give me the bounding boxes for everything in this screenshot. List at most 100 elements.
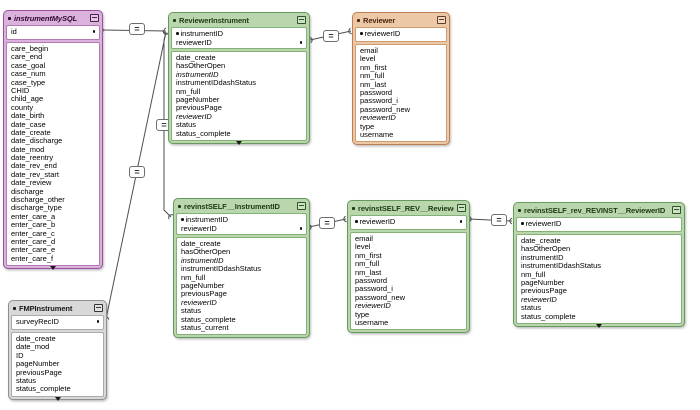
field-row[interactable]: date_create xyxy=(181,240,221,248)
field-row[interactable]: password_new xyxy=(355,293,406,302)
field-row[interactable]: enter_care_e xyxy=(11,246,56,255)
collapse-table-icon[interactable] xyxy=(94,304,103,312)
field-row[interactable]: instrumentID xyxy=(521,253,564,262)
field-row[interactable]: password_new xyxy=(360,105,411,114)
relationship-operator[interactable]: = xyxy=(129,23,145,35)
key-field-row[interactable]: surveyRecID xyxy=(12,317,103,326)
field-row[interactable]: level xyxy=(355,243,371,252)
field-row[interactable]: enter_care_b xyxy=(11,221,56,230)
field-row[interactable]: hasOtherOpen xyxy=(181,248,231,257)
field-row[interactable]: enter_care_f xyxy=(11,254,54,263)
table-header[interactable]: instrumentMySQL xyxy=(4,11,102,24)
table-header[interactable]: revinstSELF__InstrumentID xyxy=(174,199,309,212)
field-row[interactable]: instrumentIDdashStatus xyxy=(521,262,602,271)
field-row[interactable]: status xyxy=(16,376,37,385)
collapse-table-icon[interactable] xyxy=(672,206,681,214)
field-row[interactable]: status xyxy=(176,121,197,130)
field-row[interactable]: status_complete xyxy=(16,385,71,394)
field-row[interactable]: password_i xyxy=(360,97,398,106)
field-row[interactable]: hasOtherOpen xyxy=(176,62,226,71)
scroll-more-icon[interactable] xyxy=(50,266,56,271)
field-row[interactable]: status_complete xyxy=(176,129,231,138)
table-header[interactable]: FMPInstrument xyxy=(9,301,106,314)
field-row[interactable]: previousPage xyxy=(176,104,222,113)
key-field-row[interactable]: instrumentID xyxy=(177,215,306,224)
field-row[interactable]: password xyxy=(360,88,393,97)
field-row[interactable]: type xyxy=(355,310,370,319)
table-header[interactable]: revinstSELF_rev_REVINST__ReviewerID xyxy=(514,203,684,216)
field-row[interactable]: discharge_type xyxy=(11,204,62,213)
field-row[interactable]: status xyxy=(521,304,542,313)
field-row[interactable]: pageNumber xyxy=(176,95,220,104)
table-header[interactable]: Reviewer xyxy=(353,13,449,26)
field-row[interactable]: date_rev_end xyxy=(11,162,57,171)
field-row[interactable]: enter_care_d xyxy=(11,237,56,246)
field-row[interactable]: nm_first xyxy=(355,251,382,260)
field-row[interactable]: pageNumber xyxy=(181,281,225,290)
field-row[interactable]: nm_full xyxy=(360,72,385,81)
field-row[interactable]: date_rev_start xyxy=(11,170,59,179)
field-row[interactable]: email xyxy=(360,47,378,55)
field-row[interactable]: previousPage xyxy=(521,287,567,296)
field-row[interactable]: nm_full xyxy=(181,273,206,282)
scroll-more-icon[interactable] xyxy=(596,323,602,328)
table-header[interactable]: revinstSELF_REV__ReviewerID xyxy=(348,201,469,214)
field-row[interactable]: nm_first xyxy=(360,63,387,72)
field-row[interactable]: discharge_other xyxy=(11,196,65,205)
key-field-row[interactable]: reviewerID xyxy=(177,224,306,233)
field-row[interactable]: date_create xyxy=(521,237,561,245)
field-row[interactable]: instrumentID xyxy=(181,256,224,265)
field-row[interactable]: discharge xyxy=(11,187,44,196)
key-field-row[interactable]: reviewerID xyxy=(351,217,466,226)
scroll-more-icon[interactable] xyxy=(54,396,61,401)
scroll-more-icon[interactable] xyxy=(236,140,242,145)
key-field-row[interactable]: reviewerID xyxy=(356,29,446,38)
field-row[interactable]: date_mod xyxy=(11,145,45,154)
field-row[interactable]: case_goal xyxy=(11,61,46,70)
field-row[interactable]: date_reentry xyxy=(11,154,54,163)
table-header[interactable]: ReviewerInstrument xyxy=(169,13,309,26)
field-row[interactable]: date_create xyxy=(176,54,216,62)
field-row[interactable]: instrumentID xyxy=(176,70,219,79)
field-row[interactable]: email xyxy=(355,235,373,243)
field-row[interactable]: hasOtherOpen xyxy=(521,245,571,254)
field-row[interactable]: date_birth xyxy=(11,112,45,121)
field-row[interactable]: level xyxy=(360,55,376,64)
field-row[interactable]: instrumentIDdashStatus xyxy=(176,79,257,88)
collapse-table-icon[interactable] xyxy=(297,202,306,210)
collapse-table-icon[interactable] xyxy=(297,16,306,24)
field-row[interactable]: pageNumber xyxy=(16,360,60,369)
collapse-table-icon[interactable] xyxy=(437,16,446,24)
field-row[interactable]: password_i xyxy=(355,285,393,294)
key-field-row[interactable]: reviewerID xyxy=(517,219,681,228)
field-row[interactable]: date_create xyxy=(11,128,51,137)
field-row[interactable]: status xyxy=(181,307,202,316)
field-row[interactable]: reviewerID xyxy=(521,295,557,304)
field-row[interactable]: instrumentIDdashStatus xyxy=(181,265,262,274)
field-row[interactable]: nm_full xyxy=(176,87,201,96)
field-row[interactable]: case_num xyxy=(11,70,46,79)
table-occurrence-ReviewerInstrument[interactable]: ReviewerInstrument instrumentID reviewerID… xyxy=(168,12,310,145)
field-row[interactable]: status_complete xyxy=(521,312,576,321)
collapse-table-icon[interactable] xyxy=(90,14,99,22)
field-row[interactable]: nm_full xyxy=(521,270,546,279)
relationship-operator[interactable]: = xyxy=(319,217,335,229)
field-row[interactable]: enter_care_c xyxy=(11,229,55,238)
field-row[interactable]: date_review xyxy=(11,179,52,188)
field-row[interactable]: reviewerID xyxy=(360,114,396,123)
field-row[interactable]: ID xyxy=(16,351,24,360)
relationship-operator[interactable]: = xyxy=(129,166,145,178)
field-row[interactable]: nm_last xyxy=(355,268,382,277)
key-field-row[interactable]: id xyxy=(7,27,99,36)
field-row[interactable]: status_complete xyxy=(181,315,236,324)
field-row[interactable]: pageNumber xyxy=(521,278,565,287)
field-row[interactable]: child_age xyxy=(11,95,44,104)
key-field-row[interactable]: reviewerID xyxy=(172,38,306,47)
field-row[interactable]: date_case xyxy=(11,120,46,129)
field-row[interactable]: county xyxy=(11,103,34,112)
